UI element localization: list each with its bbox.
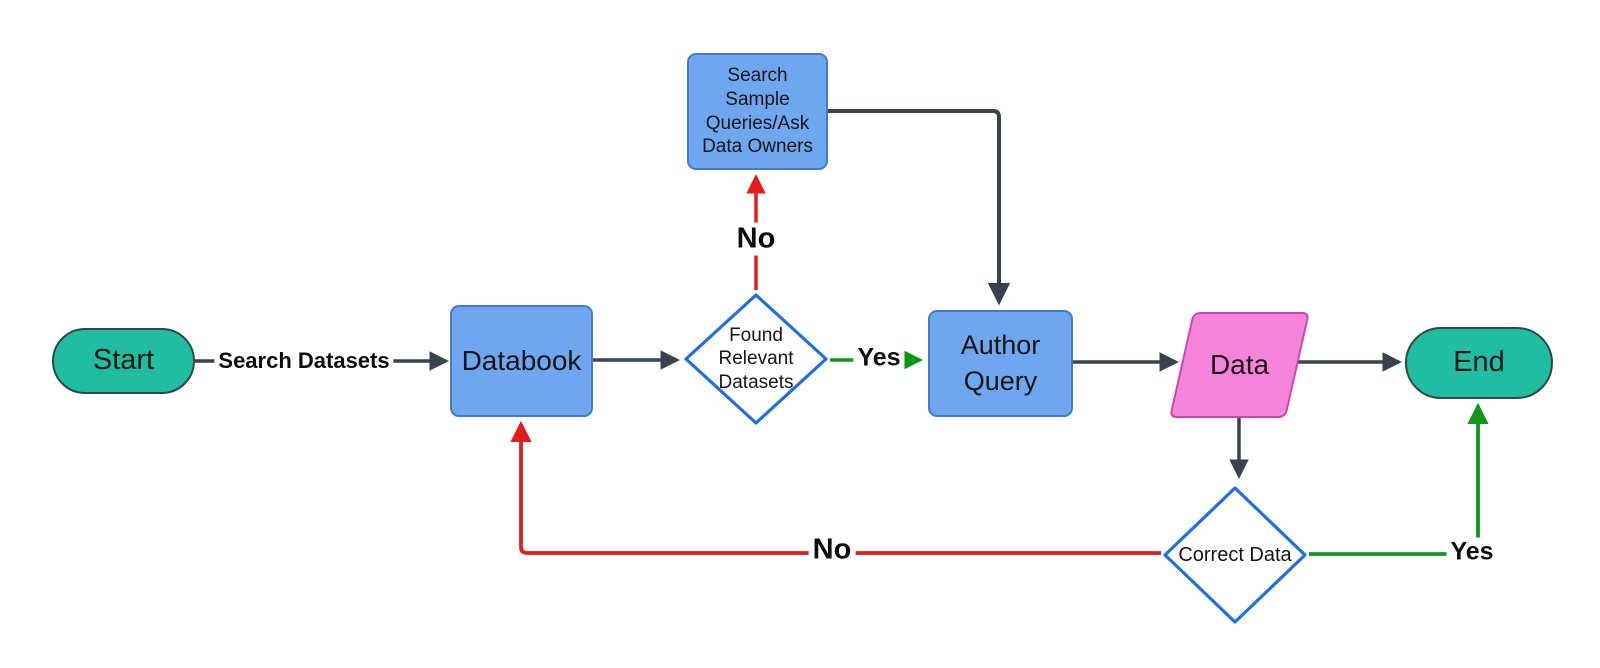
- edge-label-yes-middle: Yes: [853, 343, 905, 373]
- node-databook: Databook: [450, 305, 593, 417]
- node-correct-data: Correct Data: [1162, 485, 1308, 625]
- node-search-sample-queries: Search Sample Queries/Ask Data Owners: [687, 53, 828, 170]
- node-end: End: [1405, 327, 1553, 399]
- node-databook-label: Databook: [461, 344, 582, 376]
- edge-label-no-bottom: No: [808, 533, 856, 567]
- edge-label-search-datasets: Search Datasets: [214, 348, 394, 374]
- node-correct-data-label: Correct Data: [1178, 543, 1292, 566]
- edge-label-yes-bottom: Yes: [1446, 537, 1498, 567]
- edge-correct-yes-end: [1309, 402, 1489, 556]
- node-end-label: End: [1453, 346, 1505, 379]
- decision-diamond-shape: [1163, 486, 1307, 624]
- node-found-relevant-datasets-label: Found Relevant Datasets: [718, 325, 794, 393]
- edge-correct-no-databook: [510, 420, 1161, 555]
- edge-label-no-top: No: [732, 222, 780, 256]
- node-data: Data: [1168, 312, 1310, 418]
- node-found-relevant-datasets: Found Relevant Datasets: [683, 292, 829, 426]
- node-search-sample-queries-label: Search Sample Queries/Ask Data Owners: [702, 65, 813, 158]
- node-author-query-label: Author Query: [960, 330, 1041, 396]
- node-start: Start: [52, 328, 195, 394]
- node-start-label: Start: [92, 344, 155, 377]
- node-author-query: Author Query: [928, 310, 1073, 417]
- decision-diamond-shape: [684, 293, 828, 425]
- edge-search-sample-author-query: [828, 109, 1011, 306]
- node-data-label: Data: [1209, 348, 1270, 380]
